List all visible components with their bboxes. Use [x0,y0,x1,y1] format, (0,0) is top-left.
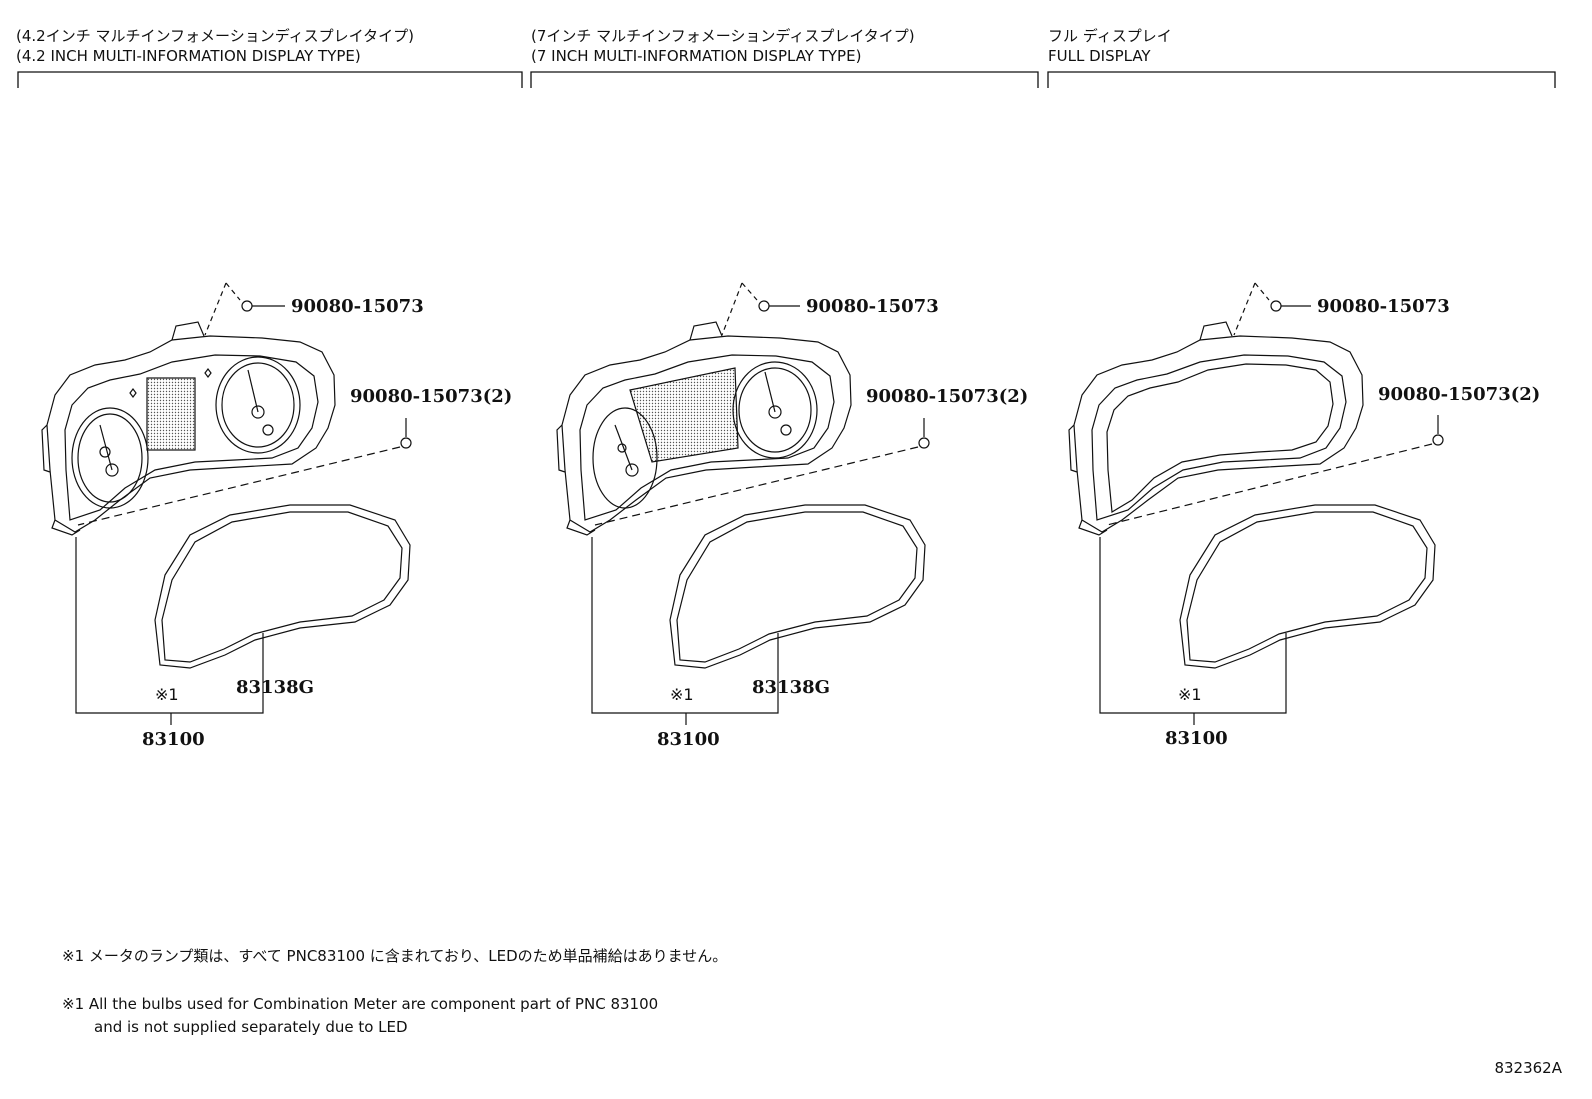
meter-assembly-7-inch [556,321,852,536]
bolt-side-7-inch [594,418,930,526]
meter-lens-7-inch [669,504,926,669]
header-jp: (7インチ マルチインフォメーションディスプレイタイプ) [531,27,915,45]
column-header-4-2-inch: (4.2インチ マルチインフォメーションディスプレイタイプ) (4.2 INCH… [16,26,414,66]
section-bracket-1 [17,71,523,88]
footnote-en-line-1: ※1 All the bulbs used for Combination Me… [62,995,659,1013]
callout-lines-7-inch [591,537,779,725]
part-number-bolt-double: 90080-15073(2) [1378,384,1540,405]
footnote-jp: ※1 メータのランプ類は、すべて PNC83100 に含まれており、LEDのため… [62,947,728,965]
meter-lens-4-2-inch [154,504,411,669]
column-header-full-display: フル ディスプレイ FULL DISPLAY [1048,26,1172,66]
part-number-bolt-double: 90080-15073(2) [350,386,512,407]
bolt-top-full-display [1233,282,1311,336]
column-header-7-inch: (7インチ マルチインフォメーションディスプレイタイプ) (7 INCH MUL… [531,26,915,66]
section-bracket-3 [1047,71,1556,88]
bolt-top-4-2-inch [204,282,285,336]
header-en: (4.2 INCH MULTI-INFORMATION DISPLAY TYPE… [16,47,361,65]
bolt-top-7-inch [721,282,800,336]
part-number-bolt-single: 90080-15073 [291,296,424,317]
section-bracket-2 [530,71,1039,88]
part-number-meter: 83100 [142,729,205,750]
meter-assembly-full-display [1068,321,1364,536]
bolt-side-4-2-inch [77,418,412,526]
note-mark: ※1 [155,685,179,704]
bolt-side-full-display [1106,415,1444,526]
header-en: (7 INCH MULTI-INFORMATION DISPLAY TYPE) [531,47,862,65]
part-number-bolt-single: 90080-15073 [1317,296,1450,317]
part-number-bolt-single: 90080-15073 [806,296,939,317]
callout-lines-4-2-inch [75,537,264,725]
header-jp: (4.2インチ マルチインフォメーションディスプレイタイプ) [16,27,414,45]
meter-assembly-4-2-inch [41,321,336,536]
part-number-bolt-double: 90080-15073(2) [866,386,1028,407]
part-number-lens: 83138G [752,677,830,698]
illustration-code: 832362A [1494,1059,1562,1077]
note-mark: ※1 [1178,685,1202,704]
footnote-en-line-2: and is not supplied separately due to LE… [94,1018,408,1036]
callout-lines-full-display [1099,537,1287,725]
part-number-meter: 83100 [1165,728,1228,749]
header-en: FULL DISPLAY [1048,47,1151,65]
header-jp: フル ディスプレイ [1048,27,1172,45]
meter-lens-full-display [1179,504,1436,669]
part-number-meter: 83100 [657,729,720,750]
part-number-lens: 83138G [236,677,314,698]
note-mark: ※1 [670,685,694,704]
